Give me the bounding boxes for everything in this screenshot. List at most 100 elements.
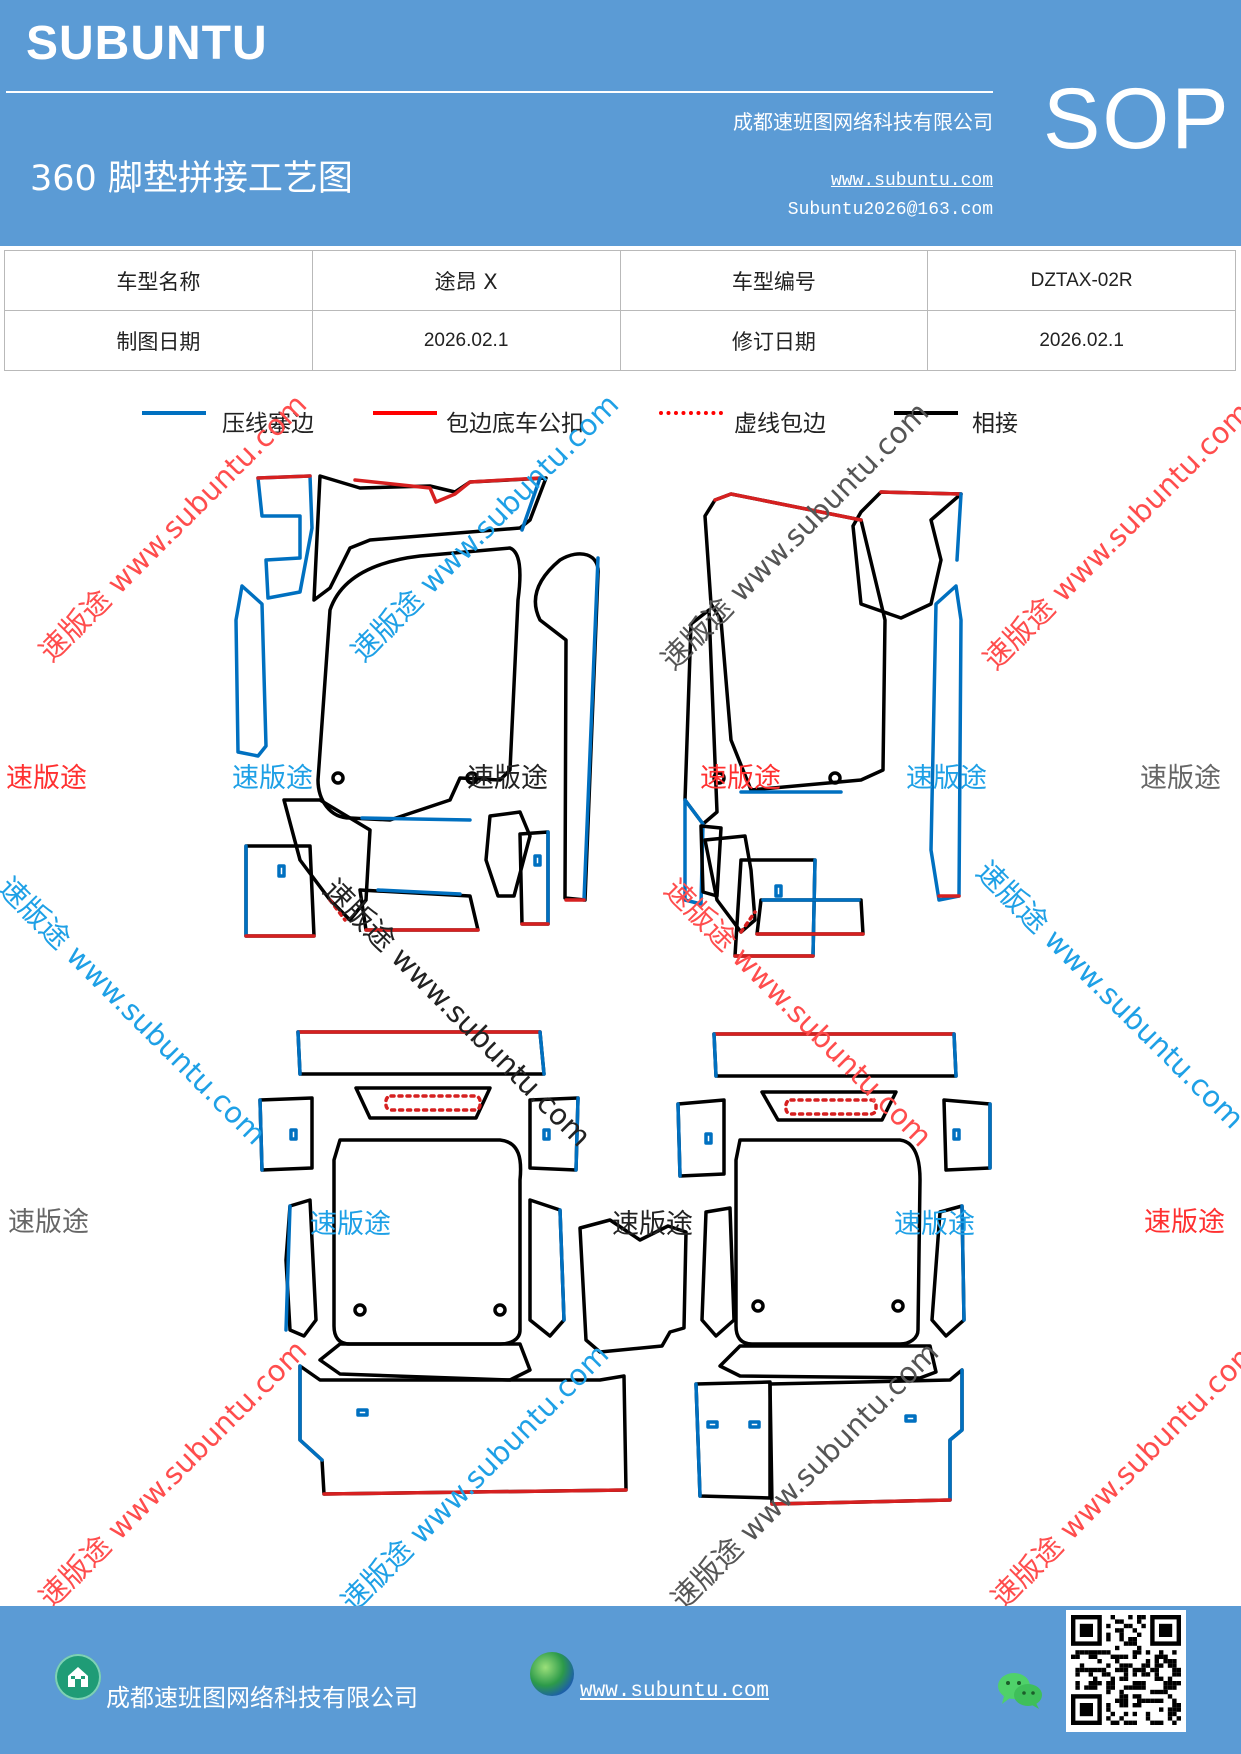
mat-piece (282, 798, 372, 922)
mat-piece (734, 1138, 922, 1346)
mat-piece (354, 1086, 492, 1120)
header-banner: SUBUNTU 360 脚垫拼接工艺图 成都速班图网络科技有限公司 www.su… (0, 0, 1241, 246)
watermark-flat: 速版途 (8, 1207, 89, 1238)
footer-banner: 成都速班图网络科技有限公司 www.subuntu.com (0, 1606, 1241, 1754)
legend-swatch (894, 411, 958, 415)
mat-piece (384, 1094, 482, 1112)
mat-piece (578, 1218, 688, 1354)
legend-item-hemming: 包边底车公扣 (373, 400, 613, 440)
mat-piece (770, 1498, 952, 1506)
mat-piece (244, 844, 316, 938)
mat-clip (748, 1420, 761, 1429)
rear-left-mat-group (258, 1030, 688, 1496)
mat-clip (289, 1128, 298, 1141)
mat-piece (558, 1208, 566, 1322)
mat-piece (284, 1198, 318, 1338)
watermark-flat: 速版途 (467, 763, 548, 794)
website-link[interactable]: www.subuntu.com (830, 171, 993, 191)
globe-icon (530, 1652, 574, 1696)
legend-label: 压线塞边 (222, 411, 314, 437)
mat-hole (751, 1299, 765, 1313)
home-icon (55, 1654, 101, 1700)
wechat-icon[interactable] (996, 1670, 1044, 1710)
page-title: 360 脚垫拼接工艺图 (30, 159, 353, 199)
mat-piece (699, 824, 723, 898)
mat-piece (353, 476, 542, 504)
mat-piece (296, 1030, 546, 1076)
draw-date-label: 制图日期 (4, 310, 313, 371)
mat-piece (712, 1032, 958, 1078)
mat-piece (574, 1096, 580, 1172)
mat-clip (704, 1132, 713, 1145)
legend-swatch (373, 411, 437, 415)
mat-piece (520, 476, 542, 532)
legend-item-dotted-hem: 虚线包边 (659, 400, 859, 440)
mat-piece (948, 1368, 964, 1502)
mat-piece (316, 546, 522, 822)
mat-piece (332, 1138, 523, 1346)
mat-piece (879, 490, 963, 496)
watermark-flat: 速版途 (700, 763, 781, 794)
legend-label: 相接 (972, 411, 1018, 437)
mat-clip (952, 1128, 961, 1141)
mat-piece (694, 1382, 702, 1498)
mat-piece (518, 830, 550, 926)
mat-piece (312, 474, 548, 602)
mat-piece (739, 910, 757, 934)
mat-splicing-diagram (234, 474, 992, 1506)
mat-hole (891, 1299, 905, 1313)
mat-clip (706, 1420, 719, 1429)
mat-clip (784, 1098, 878, 1116)
mat-piece (484, 810, 532, 898)
mat-clip (774, 884, 783, 898)
watermark-flat: 速版途 (1144, 1207, 1225, 1238)
mat-piece (582, 556, 600, 902)
mat-piece (234, 584, 268, 758)
mat-piece (298, 1364, 324, 1462)
footer-company: 成都速班图网络科技有限公司 (106, 1684, 418, 1712)
mat-piece (929, 584, 963, 902)
draw-date-value: 2026.02.1 (311, 310, 621, 371)
mat-piece (955, 492, 963, 562)
brand-logo: SUBUNTU (26, 17, 268, 70)
watermark-flat: 速版途 (1140, 763, 1221, 794)
mat-piece (284, 1204, 292, 1332)
legend-item-press-line: 压线塞边 (142, 400, 342, 440)
qr-code-image (1071, 1615, 1181, 1725)
footer-website-link[interactable]: www.subuntu.com (580, 1680, 770, 1703)
mat-clip (533, 854, 542, 867)
watermark-flat: 速版途 (232, 763, 313, 794)
mat-piece (811, 858, 817, 958)
mat-hole (465, 771, 479, 785)
mat-piece (258, 1096, 314, 1172)
mat-piece (256, 474, 312, 480)
mat-hole (828, 771, 842, 785)
mat-piece (528, 1198, 566, 1338)
header-divider (6, 91, 993, 93)
table-row: 车型名称 途昂 X 车型编号 DZTAX-02R (4, 250, 1236, 311)
mat-piece (676, 1102, 682, 1178)
front-left-mat-group (234, 474, 600, 938)
mat-clip (277, 864, 286, 878)
model-name-label: 车型名称 (4, 250, 313, 311)
watermark-flat: 速版途 (906, 763, 987, 794)
mat-piece (676, 1098, 726, 1178)
mat-piece (930, 1204, 966, 1338)
mat-hole (353, 1303, 367, 1317)
mat-clip (542, 1128, 551, 1141)
watermark-flat: 速版途 (894, 1209, 975, 1240)
revise-date-label: 修订日期 (619, 310, 929, 371)
mat-piece (713, 492, 863, 522)
mat-piece (256, 474, 314, 600)
mat-piece (360, 816, 472, 822)
rear-right-mat-group (676, 1032, 992, 1506)
mat-piece (851, 490, 963, 620)
email-address: Subuntu2026@163.com (787, 200, 993, 220)
mat-clip (904, 1414, 917, 1423)
info-table: 车型名称 途昂 X 车型编号 DZTAX-02R 制图日期 2026.02.1 … (4, 250, 1236, 371)
company-name: 成都速班图网络科技有限公司 (733, 110, 993, 134)
mat-piece (960, 1204, 966, 1322)
model-code-value: DZTAX-02R (927, 250, 1236, 311)
model-name-value: 途昂 X (311, 250, 621, 311)
watermark-flat: 速版途 (612, 1209, 693, 1240)
